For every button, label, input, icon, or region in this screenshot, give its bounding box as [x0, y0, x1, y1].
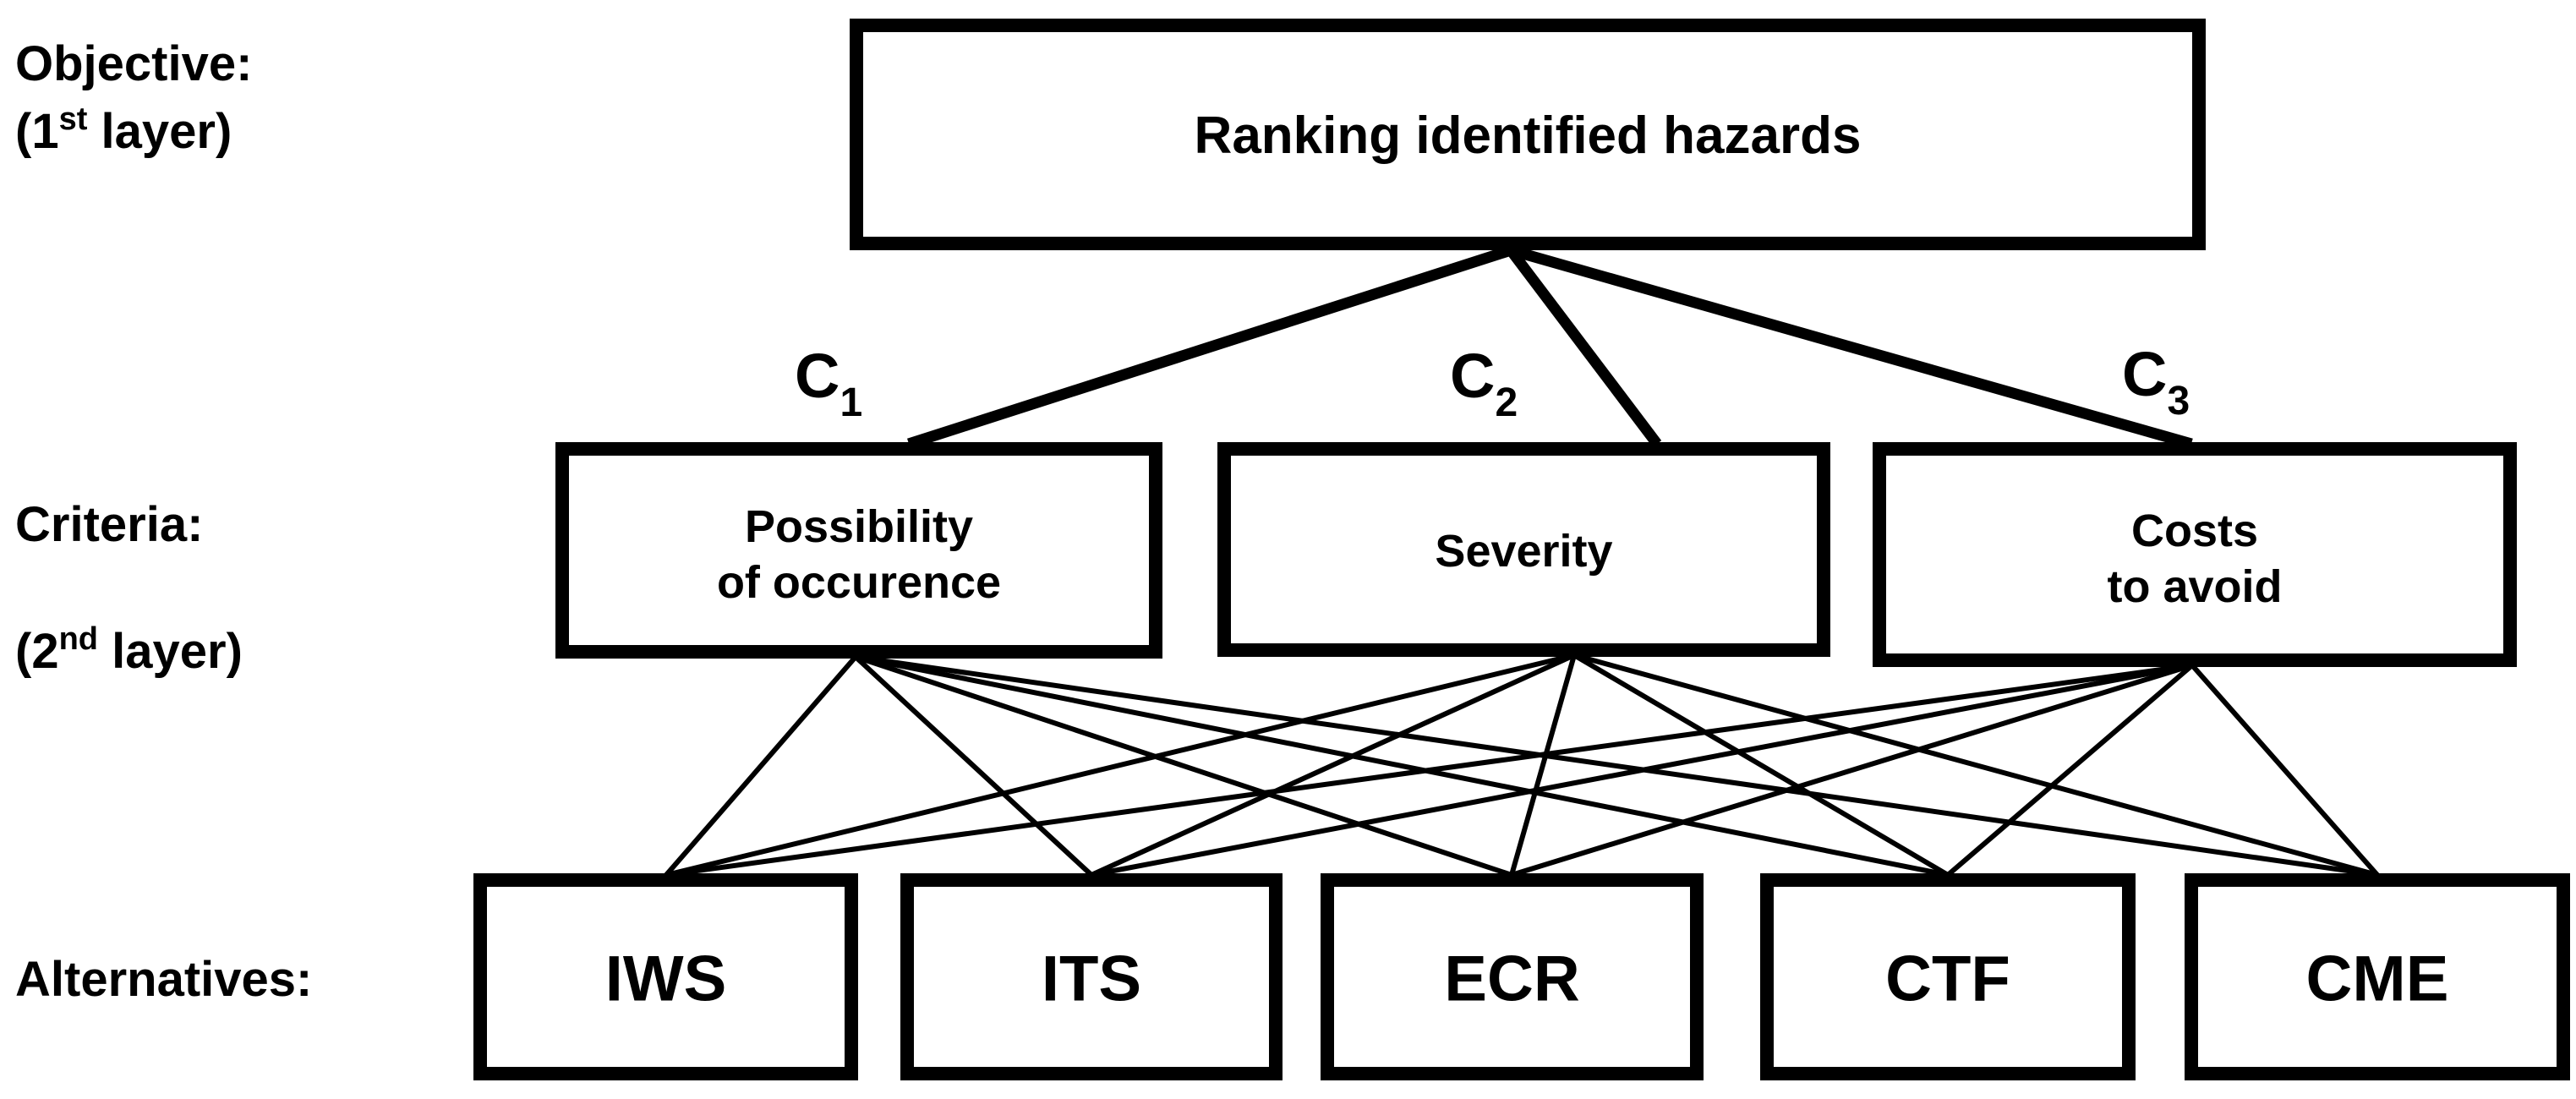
criteria-tag-c3-sub: 3 [2167, 379, 2190, 424]
criteria-tag-c3-base: C [2122, 339, 2167, 409]
criteria-box-label-line2: to avoid [2107, 561, 2282, 612]
link-c1-to-iws [664, 655, 858, 877]
criteria-tag-c1: C1 [795, 341, 862, 425]
link-c3-to-its [1091, 663, 2193, 878]
link-objective-to-c1 [907, 244, 1512, 450]
alternative-box-its[interactable]: ITS [900, 873, 1283, 1080]
criteria-box-rect [555, 442, 1162, 659]
link-c2-to-its [1090, 653, 1576, 878]
alternative-box-rect [473, 873, 858, 1080]
criteria-box-rect [1873, 442, 2517, 667]
alternative-box-label: IWS [605, 943, 727, 1015]
criteria-tag-c1-base: C [795, 341, 840, 411]
objective-box-rect [850, 19, 2206, 250]
alternative-box-rect [900, 873, 1283, 1080]
criteria-tag-c2: C2 [1450, 341, 1518, 425]
alternative-box-cme[interactable]: CME [2185, 873, 2570, 1080]
row-label-objective: Objective: (1st layer) [15, 36, 252, 159]
link-c2-to-ecr [1509, 654, 1577, 876]
criteria-box-c2[interactable]: Severity [1217, 442, 1830, 657]
criteria-tag-c2-base: C [1450, 341, 1495, 411]
alternative-box-label: ITS [1042, 943, 1141, 1015]
link-c1-to-ctf [855, 654, 1949, 878]
row-label-criteria-line2-post: layer) [98, 624, 243, 679]
criteria-box-label-line1: Severity [1435, 526, 1612, 577]
link-objective-to-c3 [1509, 244, 2193, 450]
link-c1-to-its [853, 654, 1094, 878]
link-c1-to-ecr [855, 654, 1512, 878]
objective-to-criteria-links [907, 244, 2193, 450]
row-label-objective-line2-pre: (1 [15, 104, 59, 159]
link-c3-to-cme [2190, 664, 2380, 877]
criteria-tag-c3: C3 [2122, 339, 2190, 424]
criteria-to-alternatives-links [664, 653, 2380, 878]
row-label-alternatives-line1: Alternatives: [15, 952, 312, 1007]
link-c3-to-ctf [1946, 663, 2194, 878]
alternative-box-iws[interactable]: IWS [473, 873, 858, 1080]
criteria-tag-c2-sub: 2 [1495, 380, 1518, 425]
criteria-tag-c1-sub: 1 [840, 380, 862, 425]
link-c3-to-ecr [1511, 663, 2193, 878]
row-label-objective-line1: Objective: [15, 36, 252, 91]
criteria-box-label-line1: Costs [2131, 506, 2258, 556]
row-label-objective-line2-sup: st [59, 101, 88, 137]
link-c3-to-iws [665, 663, 2193, 878]
link-objective-to-c2 [1506, 247, 1662, 447]
row-label-criteria-line1: Criteria: [15, 497, 203, 552]
alternative-box-label: CTF [1885, 943, 2010, 1015]
row-label-criteria: Criteria: (2nd layer) [15, 497, 243, 679]
alternative-boxes: IWS ITS ECR CTF CME [473, 873, 2570, 1080]
alternative-box-label: ECR [1444, 943, 1579, 1015]
row-label-criteria-line2: (2nd layer) [15, 621, 243, 679]
row-label-objective-line2: (1st layer) [15, 101, 232, 159]
objective-box-label: Ranking identified hazards [1195, 107, 1862, 165]
criteria-box-label-line2: of occurence [717, 557, 1001, 608]
link-c2-to-iws [665, 653, 1575, 878]
row-label-objective-line2-post: layer) [87, 104, 232, 159]
objective-box[interactable]: Ranking identified hazards [850, 19, 2206, 250]
alternative-box-rect [2185, 873, 2570, 1080]
alternative-box-ecr[interactable]: ECR [1321, 873, 1704, 1080]
alternative-box-rect [1760, 873, 2136, 1080]
alternative-box-ctf[interactable]: CTF [1760, 873, 2136, 1080]
alternative-box-label: CME [2306, 943, 2449, 1015]
row-label-alternatives: Alternatives: [15, 952, 312, 1007]
criteria-box-rect [1217, 442, 1830, 657]
alternative-box-rect [1321, 873, 1704, 1080]
link-c2-to-ctf [1572, 653, 1950, 878]
criteria-box-label-line1: Possibility [745, 501, 973, 552]
link-c2-to-cme [1573, 653, 2378, 878]
link-c1-to-cme [855, 654, 2378, 878]
row-label-criteria-line2-sup: nd [59, 621, 98, 657]
criteria-tags: C1 C2 C3 [795, 339, 2190, 425]
row-label-criteria-line2-pre: (2 [15, 624, 59, 679]
